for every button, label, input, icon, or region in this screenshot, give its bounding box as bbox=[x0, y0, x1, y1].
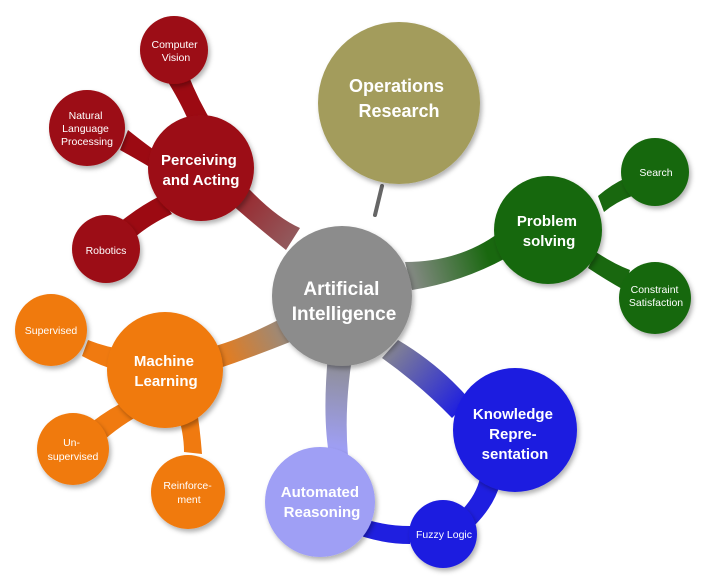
reinforcement-label: Reinforce- ment bbox=[163, 480, 214, 506]
perceiving-acting-label-line: and Acting bbox=[163, 172, 240, 189]
problem-solving-label-line: Problem bbox=[517, 213, 577, 230]
knowledge-representation-label-line: Knowledge bbox=[473, 406, 553, 423]
constraint-satisfaction-label: Constraint Satisfaction bbox=[629, 284, 683, 309]
computer-vision-label-line: Vision bbox=[162, 52, 191, 64]
robotics-label-line: Robotics bbox=[86, 245, 127, 257]
labels: Artificial Intelligence Operations Resea… bbox=[25, 39, 684, 541]
problem-solving-label: Problem solving bbox=[517, 213, 581, 250]
automated-reasoning-label-line: Reasoning bbox=[284, 504, 361, 521]
node-unsupervised bbox=[37, 413, 109, 485]
knowledge-representation-label-line: Repre- bbox=[489, 426, 537, 443]
knowledge-representation-label-line: sentation bbox=[482, 446, 549, 463]
connector-robotics bbox=[120, 196, 172, 238]
connector-operations-research bbox=[373, 184, 384, 217]
nlp-label-line: Natural bbox=[69, 110, 103, 122]
nlp-label-line: Processing bbox=[61, 136, 113, 148]
node-knowledge-representation bbox=[453, 368, 577, 492]
supervised-label: Supervised bbox=[25, 325, 78, 337]
reinforcement-label-line: Reinforce- bbox=[163, 480, 212, 492]
automated-reasoning-label: Automated Reasoning bbox=[281, 484, 364, 521]
node-robotics bbox=[72, 215, 140, 283]
perceiving-acting-label: Perceiving and Acting bbox=[161, 152, 241, 189]
unsupervised-label-line: supervised bbox=[48, 451, 99, 463]
reinforcement-label-line: ment bbox=[177, 494, 200, 506]
center-label-line: Intelligence bbox=[292, 304, 397, 325]
node-perceiving-acting bbox=[148, 115, 254, 221]
operations-research-label-line: Research bbox=[358, 101, 439, 121]
center-label: Artificial Intelligence bbox=[292, 279, 397, 325]
center-label-line: Artificial bbox=[303, 279, 379, 300]
knowledge-representation-label: Knowledge Repre- sentation bbox=[473, 406, 557, 463]
connector-problem-solving bbox=[405, 232, 506, 290]
node-automated-reasoning bbox=[265, 447, 375, 557]
node-supervised bbox=[15, 294, 87, 366]
node-machine-learning bbox=[107, 312, 223, 428]
node-fuzzy-logic bbox=[409, 500, 477, 568]
nodes bbox=[15, 16, 691, 568]
constraint-satisfaction-label-line: Satisfaction bbox=[629, 297, 683, 309]
connector-machine-learning bbox=[208, 318, 290, 370]
nlp-label-line: Language bbox=[62, 123, 109, 135]
search-label: Search bbox=[639, 167, 672, 179]
natural-language-processing-label: Natural Language Processing bbox=[61, 110, 113, 148]
connector-knowledge-representation bbox=[382, 340, 470, 418]
computer-vision-label: Computer Vision bbox=[151, 39, 200, 64]
machine-learning-label: Machine Learning bbox=[134, 353, 198, 390]
problem-solving-label-line: solving bbox=[523, 233, 576, 250]
fuzzy-logic-label: Fuzzy Logic bbox=[416, 529, 472, 541]
perceiving-acting-label-line: Perceiving bbox=[161, 152, 237, 169]
connector-search bbox=[598, 178, 632, 212]
node-reinforcement bbox=[151, 455, 225, 529]
robotics-label: Robotics bbox=[86, 245, 127, 257]
operations-research-label: Operations Research bbox=[349, 76, 449, 121]
node-search bbox=[621, 138, 689, 206]
search-label-line: Search bbox=[639, 167, 672, 179]
machine-learning-label-line: Learning bbox=[134, 373, 197, 390]
computer-vision-label-line: Computer bbox=[151, 39, 198, 51]
automated-reasoning-label-line: Automated bbox=[281, 484, 359, 501]
node-natural-language-processing bbox=[49, 90, 125, 166]
node-computer-vision bbox=[140, 16, 208, 84]
fuzzy-logic-label-line: Fuzzy Logic bbox=[416, 529, 472, 541]
operations-research-label-line: Operations bbox=[349, 76, 444, 96]
node-operations-research bbox=[318, 22, 480, 184]
node-constraint-satisfaction bbox=[619, 262, 691, 334]
machine-learning-label-line: Machine bbox=[134, 353, 194, 370]
constraint-satisfaction-label-line: Constraint bbox=[631, 284, 679, 296]
connector-constraint-satisfaction bbox=[588, 252, 630, 290]
connector-automated-reasoning bbox=[325, 355, 352, 460]
unsupervised-label-line: Un- bbox=[63, 437, 80, 449]
node-problem-solving bbox=[494, 176, 602, 284]
node-center bbox=[272, 226, 412, 366]
unsupervised-label: Un- supervised bbox=[48, 437, 99, 463]
supervised-label-line: Supervised bbox=[25, 325, 78, 337]
